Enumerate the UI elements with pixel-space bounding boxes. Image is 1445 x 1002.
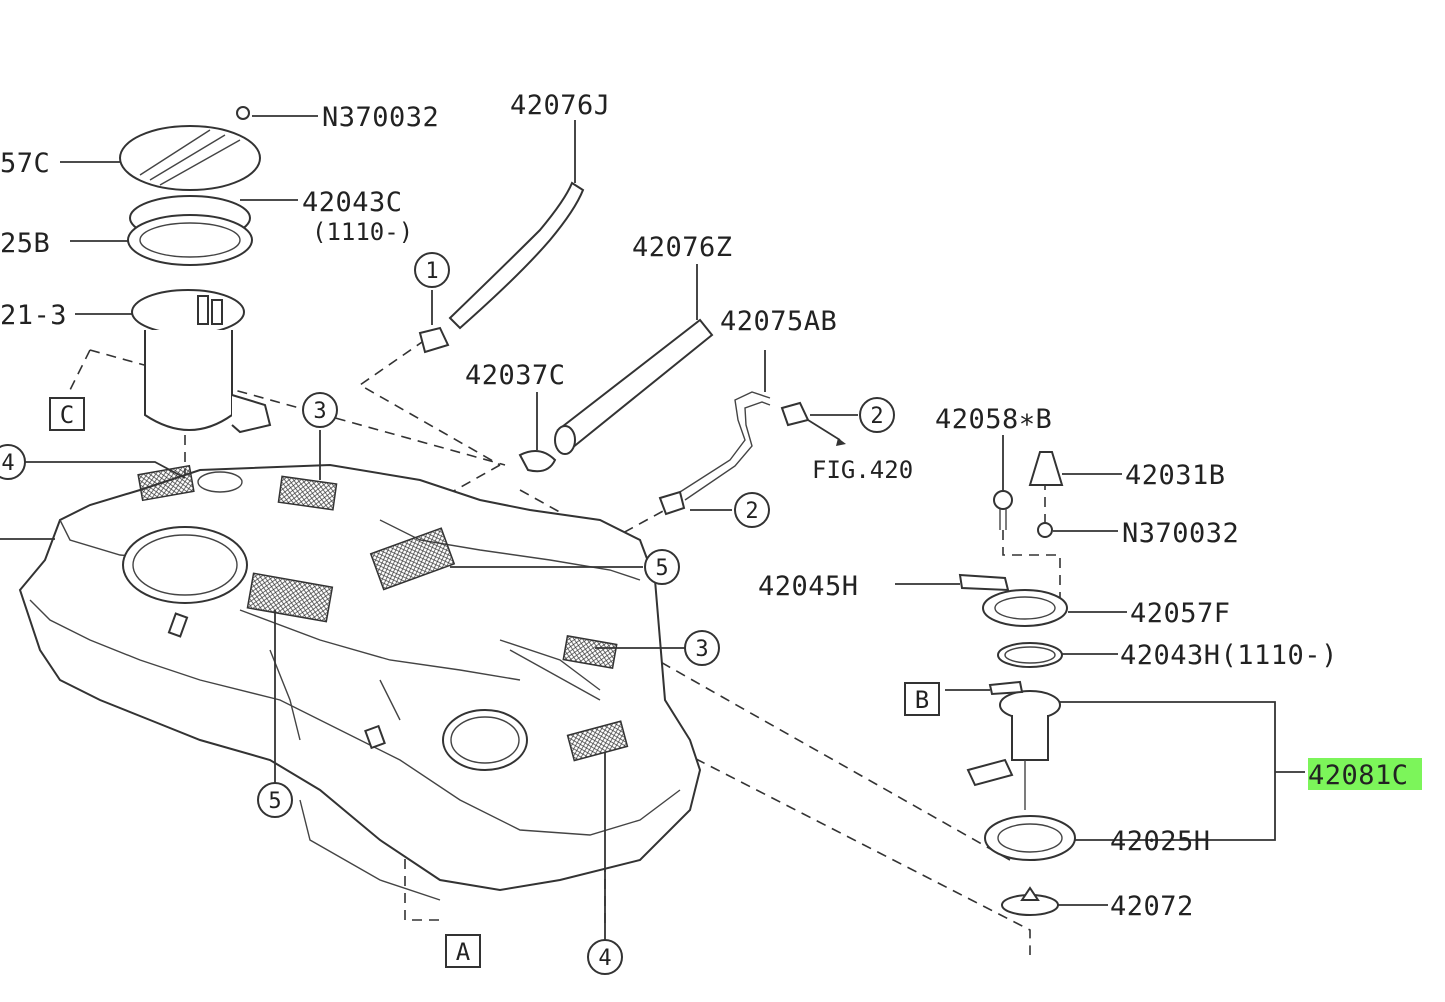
label-42076j: 42076J: [510, 90, 611, 121]
highlight-42081c: [1308, 758, 1422, 790]
callout-circle-1: [414, 252, 450, 288]
label-n370032-right: N370032: [1122, 518, 1239, 549]
box-a-frame: [445, 934, 481, 968]
label-42057f: 42057F: [1130, 598, 1231, 629]
label-42043h: 42043H(1110-): [1120, 640, 1338, 671]
callout-circle-3b: [684, 630, 720, 666]
box-b-frame: [904, 682, 940, 716]
callout-5a: 5: [655, 556, 668, 581]
fuel-tank: [18, 463, 702, 901]
callout-4a: 4: [1, 451, 14, 476]
label-42045h: 42045H: [758, 571, 859, 602]
callout-circle-4a: [0, 444, 26, 480]
label-42076z: 42076Z: [632, 232, 733, 263]
letter-boxes: C B A: [49, 397, 940, 968]
label-42058b: 42058∗B: [935, 404, 1052, 435]
callout-circle-3a: [302, 392, 338, 428]
callout-3b: 3: [695, 637, 708, 662]
label-57c-partial: 57C: [0, 148, 50, 179]
label-42025h: 42025H: [1110, 826, 1211, 857]
callout-circle-2b: [734, 492, 770, 528]
callout-4b: 4: [598, 946, 611, 971]
label-fig420: FIG.420: [812, 456, 913, 484]
label-25b-partial: 25B: [0, 228, 50, 259]
label-42043c-note: (1110-): [312, 218, 413, 246]
numbered-callouts: 1 2 2 3 3 4 4 5 5: [0, 252, 895, 975]
label-42037c: 42037C: [465, 360, 566, 391]
label-n370032-top: N370032: [322, 102, 439, 133]
label-42075ab: 42075AB: [720, 306, 837, 337]
callout-2a: 2: [870, 404, 883, 429]
right-pump-assembly: [958, 451, 1076, 916]
label-42043c: 42043C: [302, 187, 403, 218]
callout-circle-5a: [644, 549, 680, 585]
box-a: A: [456, 938, 471, 966]
box-c: C: [60, 401, 74, 429]
label-42031b: 42031B: [1125, 460, 1226, 491]
label-42081c: 42081C: [1308, 760, 1409, 791]
left-pump-assembly: [119, 106, 272, 434]
box-b: B: [915, 686, 929, 714]
hoses: [418, 181, 846, 516]
callout-1: 1: [425, 259, 438, 284]
callout-circle-4b: [587, 939, 623, 975]
callout-circle-2a: [859, 397, 895, 433]
box-c-frame: [49, 397, 85, 431]
leader-lines: [0, 115, 1305, 940]
callout-2b: 2: [745, 499, 758, 524]
callout-3a: 3: [313, 399, 326, 424]
callout-5b: 5: [268, 789, 281, 814]
part-labels: N370032 42076J 57C 42043C (1110-) 25B 21…: [0, 90, 1422, 922]
label-21-3-partial: 21-3: [0, 300, 67, 331]
callout-circle-5b: [257, 782, 293, 818]
label-42072: 42072: [1110, 891, 1194, 922]
